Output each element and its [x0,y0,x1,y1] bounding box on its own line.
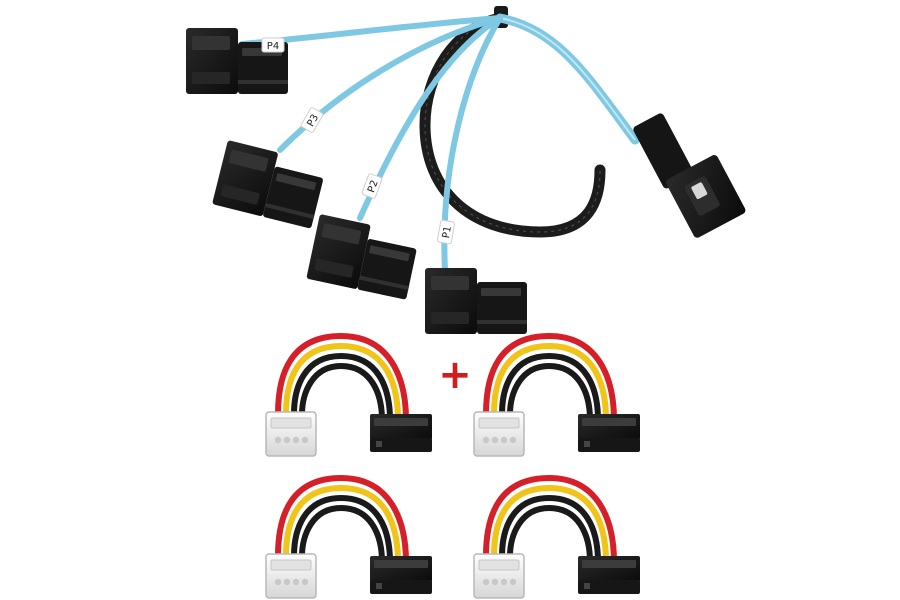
tag-p4-label: P4 [267,41,279,52]
tag-p4: P4 [261,37,285,53]
tag-p1-label: P1 [441,225,454,239]
tag-p2-label: P2 [366,179,381,194]
mini-sas-connector [633,113,746,238]
sas-breakout-cable: P4 P3 P2 P1 [186,6,746,334]
tag-p2: P2 [361,173,383,199]
plus-sign: + [438,352,472,398]
tag-p3-label: P3 [305,113,321,129]
tag-p3: P3 [300,107,324,133]
tag-p1: P1 [437,219,455,245]
